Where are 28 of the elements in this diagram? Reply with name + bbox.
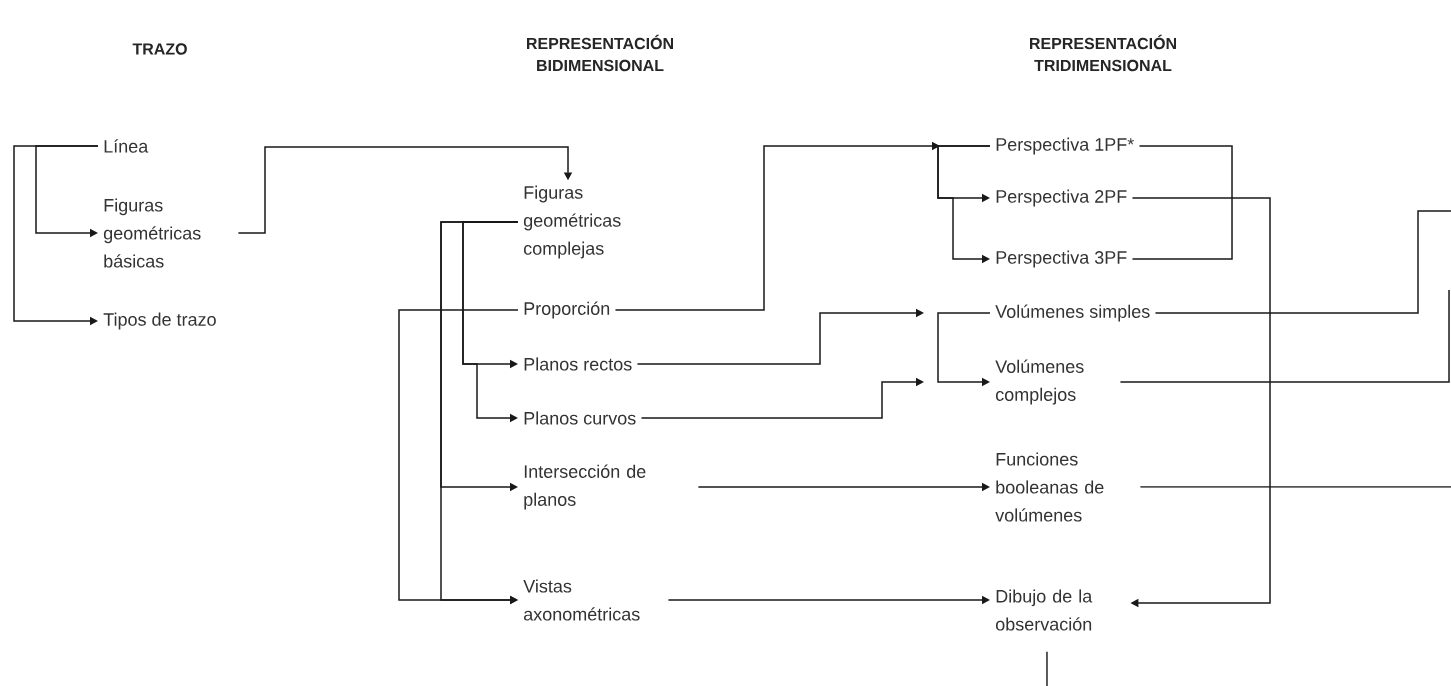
topic-label: Perspectiva 3PF: [996, 250, 1127, 268]
topic-label: Tipos de trazo: [103, 312, 216, 330]
topic-label: Volúmenes complejos: [995, 359, 1084, 405]
topic-label: Volúmenes simples: [995, 304, 1150, 322]
connector-line: [1154, 210, 1451, 314]
connector-arrow: [237, 146, 573, 234]
topic-label: Vistas axonométricas: [523, 579, 640, 621]
connector-arrow: [614, 141, 940, 311]
topic-label: Figuras geométricas básicas: [103, 198, 201, 268]
column-heading: REPRESENTACIÓN BIDIMENSIONAL: [527, 34, 673, 72]
connector-line: [1131, 145, 1233, 260]
connector-arrow: [636, 308, 924, 365]
connector-line: [1139, 486, 1451, 488]
topic-label: Figuras geométricas complejas: [523, 185, 621, 259]
connector-line: [1119, 289, 1450, 383]
topic-label: Perspectiva 2PF: [996, 189, 1127, 207]
topic-label: Proporción: [524, 301, 610, 319]
column-heading: REPRESENTACIÓN TRIDIMENSIONAL: [1030, 34, 1176, 72]
topic-label: Planos rectos: [524, 357, 632, 371]
topic-label: Perspectiva 1PF*: [996, 137, 1134, 155]
topic-label: Línea: [104, 139, 149, 153]
topic-label: Planos curvos: [524, 411, 636, 425]
topic-label: Funciones booleanas de volúmenes: [995, 452, 1104, 522]
topic-label: Intersección de planos: [524, 464, 646, 510]
connector-arrow: [640, 377, 924, 419]
topic-label: Dibujo de la observación: [995, 589, 1093, 631]
column-heading: TRAZO: [132, 43, 187, 55]
connector-line: [1046, 651, 1048, 686]
